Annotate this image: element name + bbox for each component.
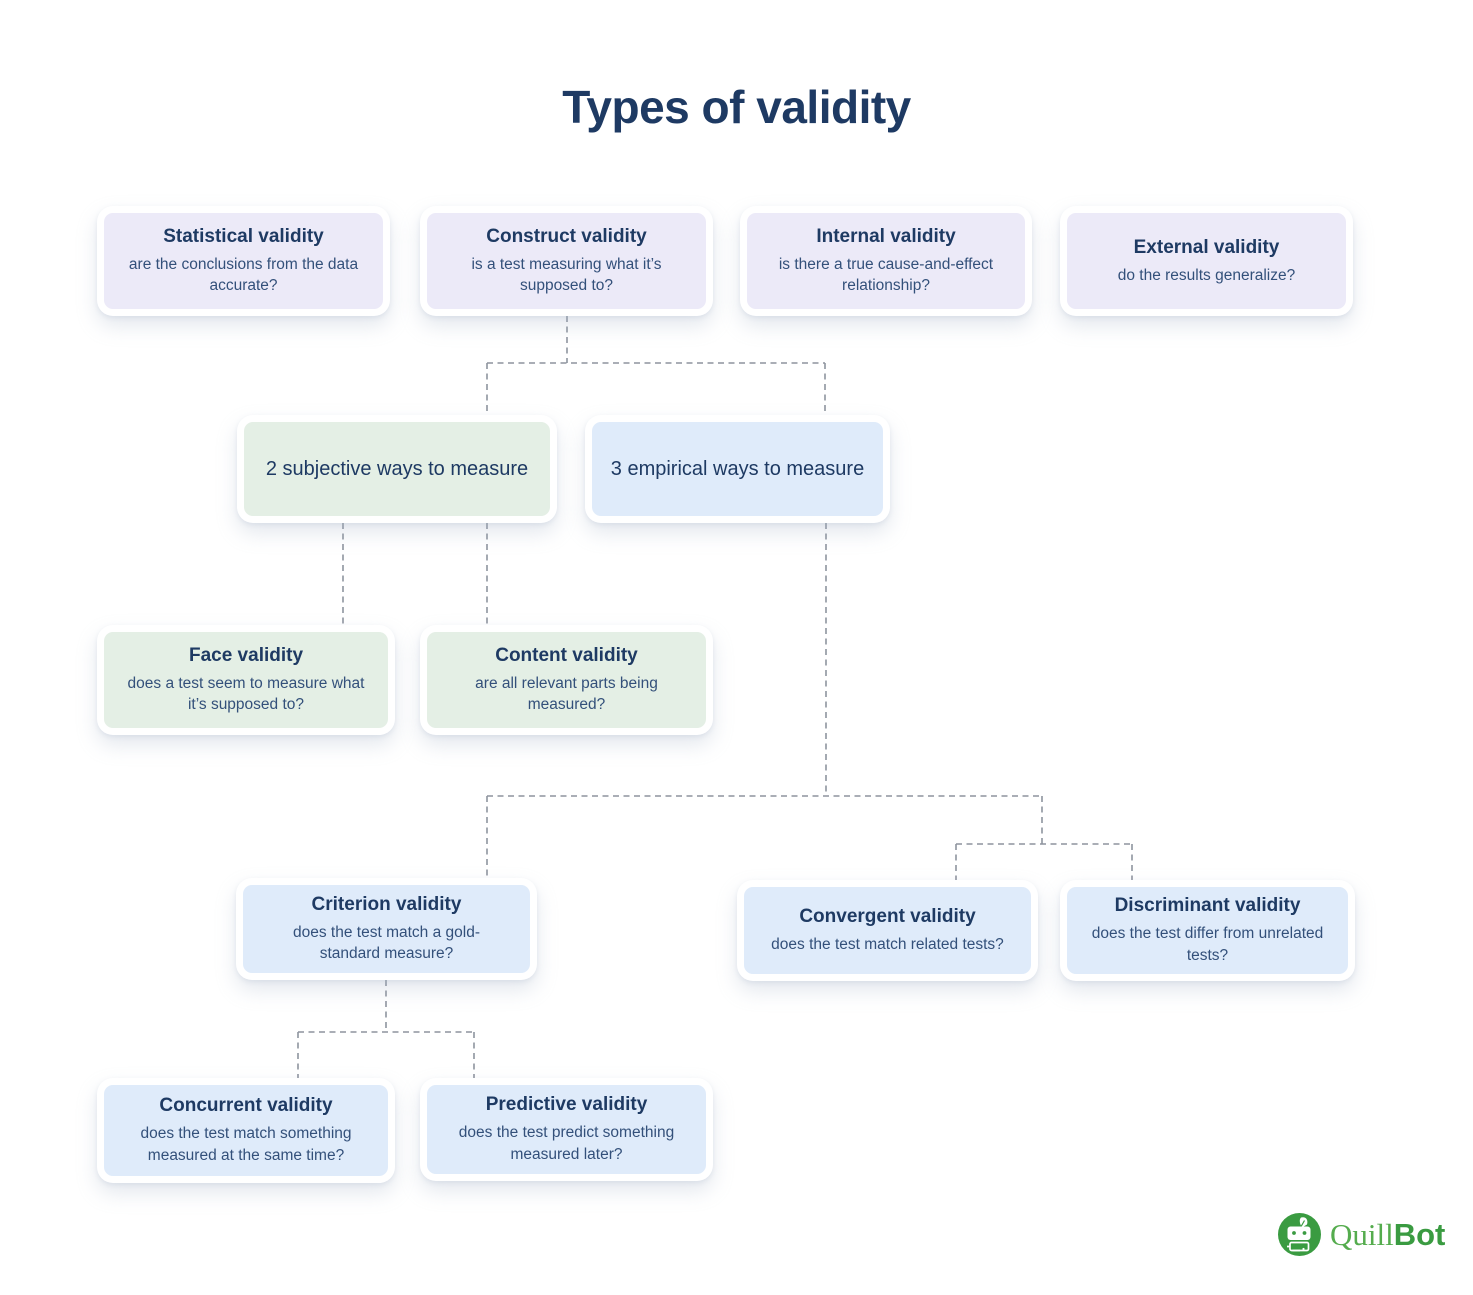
node-description: does the test match something measured a… [140, 1125, 352, 1164]
node-title: Predictive validity [485, 1094, 648, 1116]
node-title: 2 subjective ways to measure [265, 457, 529, 480]
node-title: Discriminant validity [1114, 895, 1301, 917]
node-subjective-ways: 2 subjective ways to measure [237, 415, 557, 523]
node-title: 3 empirical ways to measure [610, 457, 865, 480]
node-construct-validity: Construct validity is a test measuring w… [420, 206, 713, 316]
node-content-validity: Content validity are all relevant parts … [420, 625, 713, 735]
node-external-validity: External validity do the results general… [1060, 206, 1353, 316]
node-description: does the test match a gold-standard meas… [293, 923, 480, 963]
node-title: Concurrent validity [159, 1095, 333, 1117]
wordmark-quill: Quill [1330, 1217, 1394, 1252]
node-description: does the test differ from unrelated test… [1091, 925, 1324, 964]
node-empirical-ways: 3 empirical ways to measure [585, 415, 890, 523]
quillbot-logo: QuillBot [1278, 1213, 1445, 1256]
node-description: does the test match related tests? [771, 936, 1004, 954]
node-title: External validity [1133, 236, 1280, 258]
page-title: Types of validity [562, 81, 911, 133]
node-description: do the results generalize? [1117, 266, 1296, 284]
node-convergent-validity: Convergent validity does the test match … [737, 880, 1038, 981]
node-description: does the test predict something measured… [458, 1124, 675, 1163]
node-internal-validity: Internal validity is there a true cause-… [740, 206, 1032, 316]
node-predictive-validity: Predictive validity does the test predic… [420, 1078, 713, 1181]
node-description: are the conclusions from the data accura… [128, 255, 359, 295]
node-title: Statistical validity [163, 225, 324, 247]
node-description: does a test seem to measure what it’s su… [127, 674, 365, 714]
node-discriminant-validity: Discriminant validity does the test diff… [1060, 880, 1355, 981]
node-description: are all relevant parts being measured? [475, 674, 658, 714]
node-title: Construct validity [486, 225, 647, 247]
node-title: Content validity [495, 644, 638, 666]
node-title: Criterion validity [311, 893, 462, 915]
node-criterion-validity: Criterion validity does the test match a… [236, 878, 537, 980]
node-concurrent-validity: Concurrent validity does the test match … [97, 1078, 395, 1183]
quillbot-robot-icon [1278, 1213, 1321, 1256]
node-statistical-validity: Statistical validity are the conclusions… [97, 206, 390, 316]
quillbot-wordmark: QuillBot [1330, 1219, 1445, 1250]
node-title: Convergent validity [799, 906, 976, 928]
node-face-validity: Face validity does a test seem to measur… [97, 625, 395, 735]
node-title: Internal validity [816, 225, 956, 247]
node-description: is there a true cause-and-effect relatio… [778, 255, 994, 295]
node-description: is a test measuring what it’s supposed t… [471, 255, 662, 295]
wordmark-bot: Bot [1393, 1217, 1446, 1252]
node-title: Face validity [188, 644, 304, 666]
